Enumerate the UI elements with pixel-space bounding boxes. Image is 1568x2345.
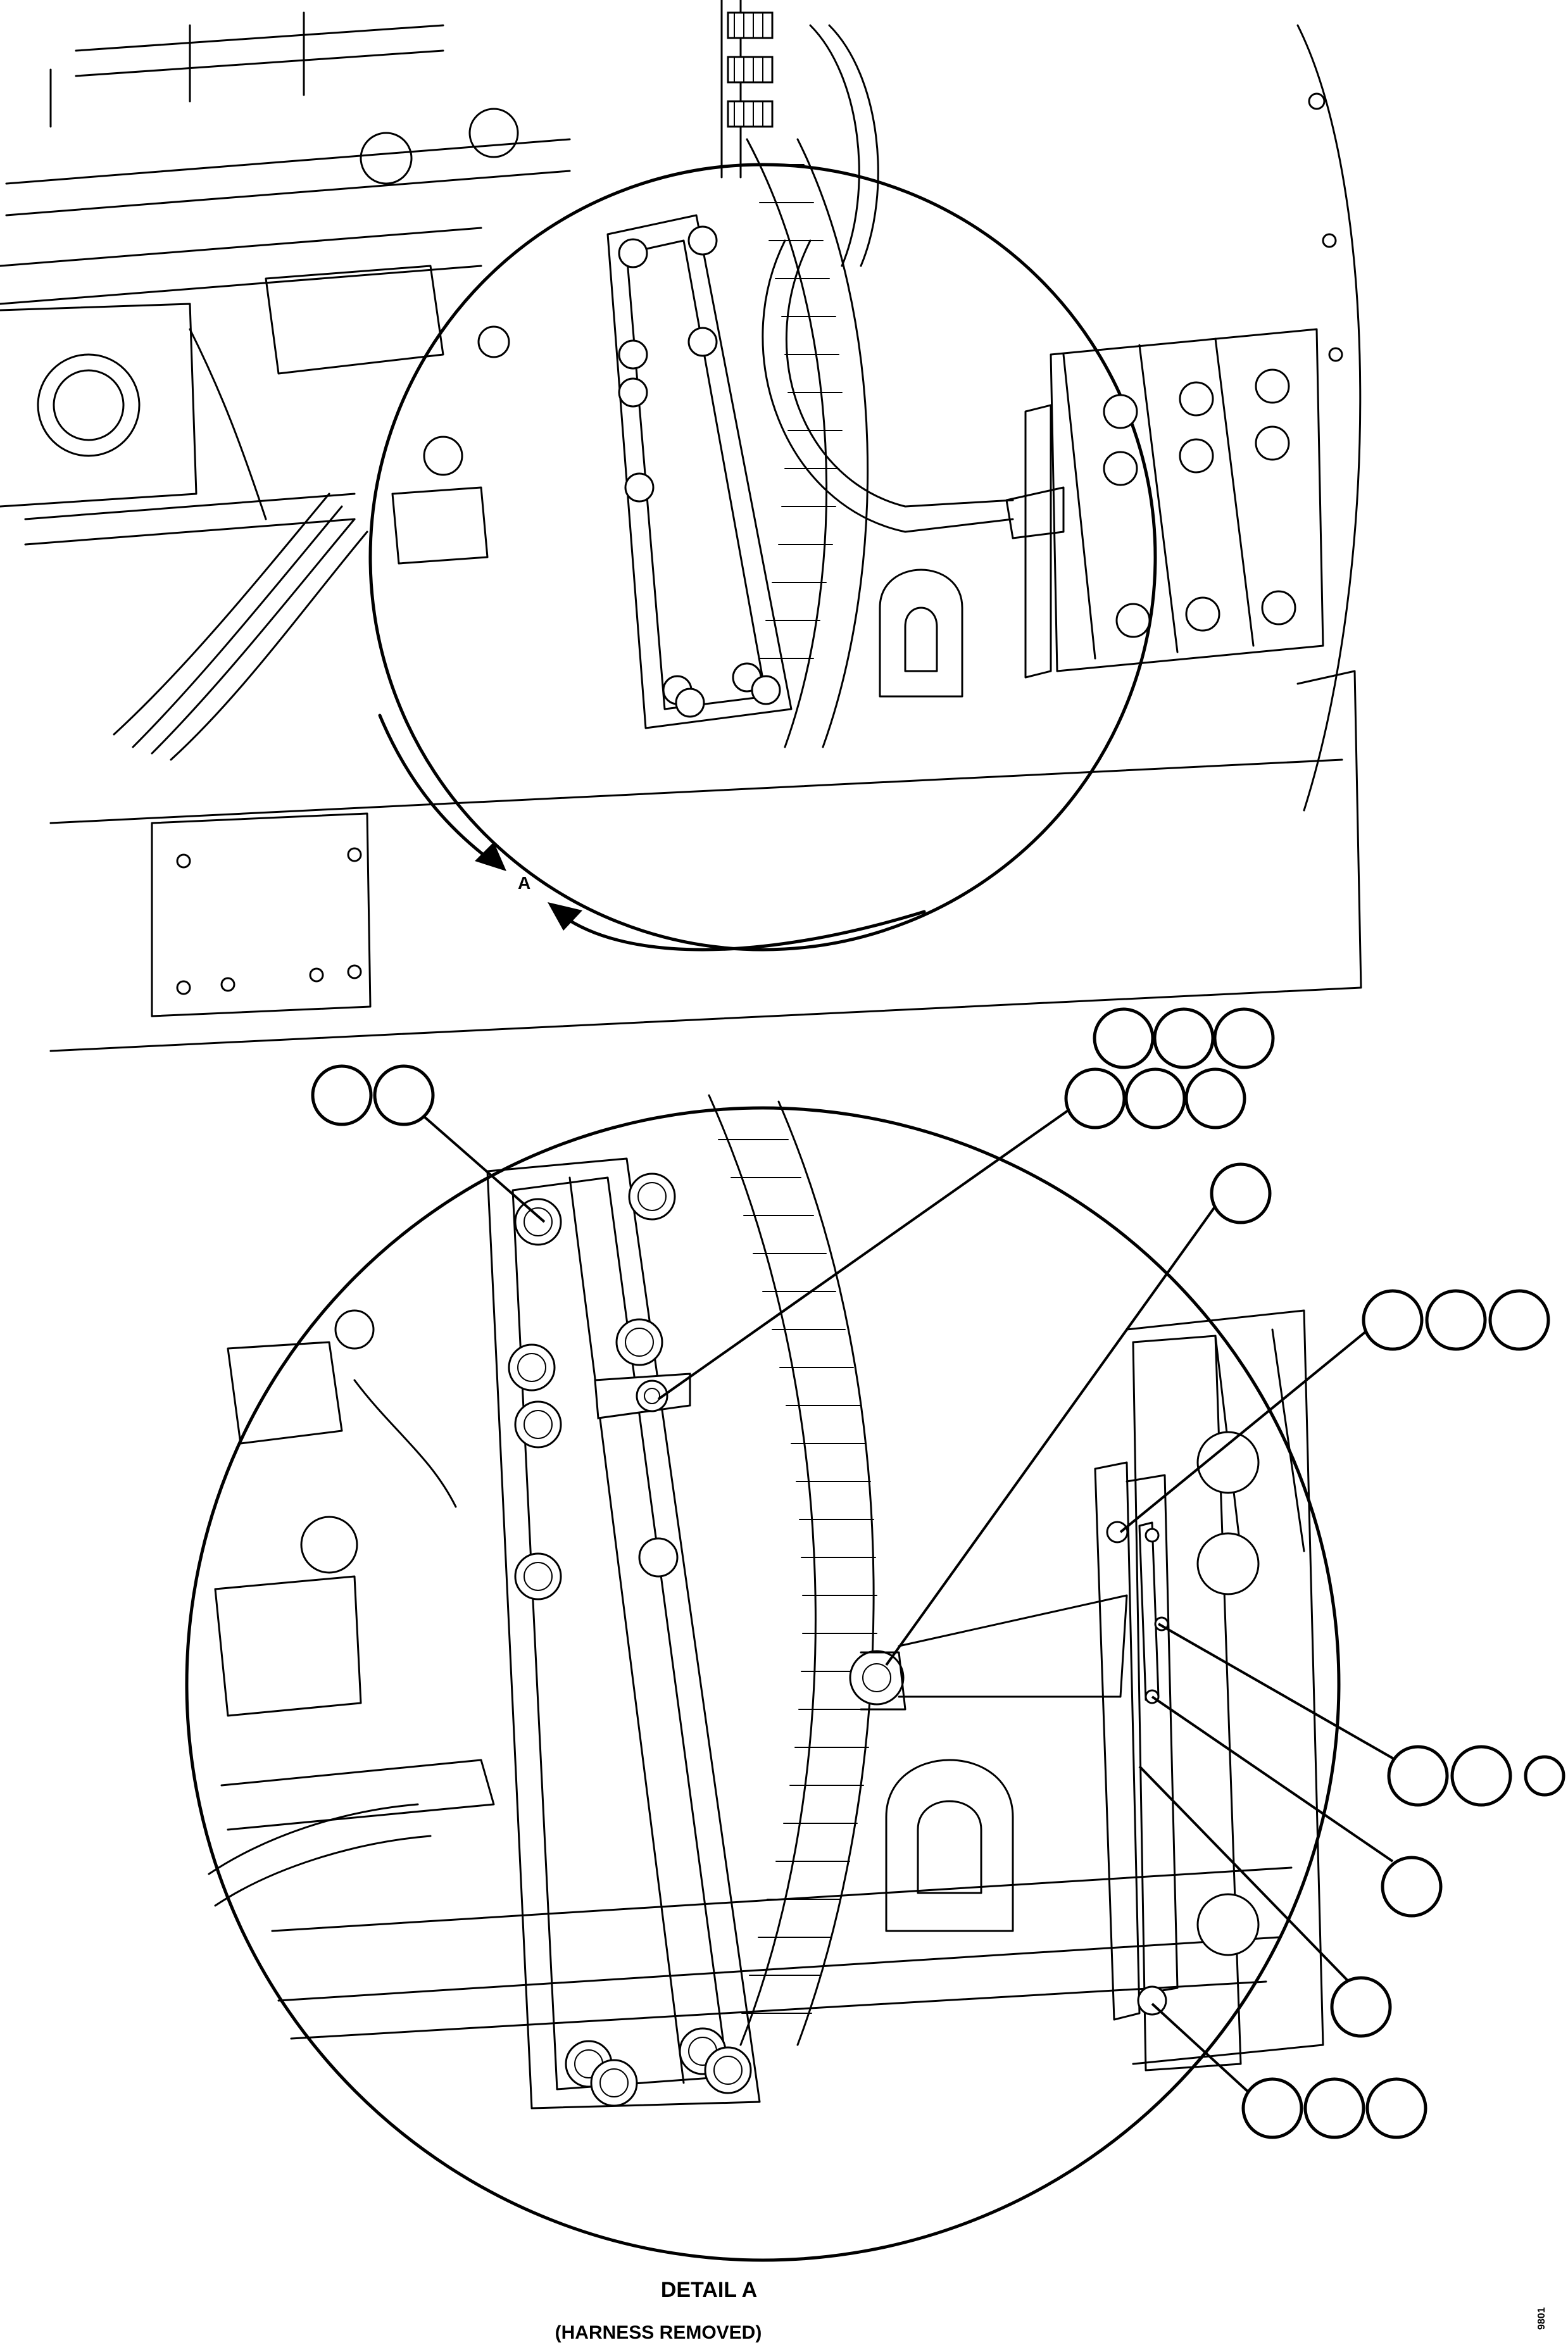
callout-bracket-plate: [1330, 1976, 1392, 2038]
callout-upper-left-bolts: [311, 1064, 435, 1126]
figure-number: 9801: [1536, 2307, 1547, 2330]
lifting-eye: [885, 1759, 1014, 1932]
callout-leaders: [417, 1103, 1419, 2109]
overview-view: A: [0, 0, 1362, 1052]
callout-connector-screw: [1387, 1745, 1565, 1807]
detail-title: DETAIL A: [661, 2278, 757, 2302]
cushion-clamp: [849, 1594, 1128, 1711]
mounting-pad: [151, 812, 372, 1017]
arrow-head-lower: [548, 902, 582, 931]
callout-bracket-nut: [1381, 1856, 1443, 1918]
callout-balloons: [311, 1007, 1565, 2139]
arrow-head-upper: [475, 842, 506, 871]
callout-clamp-bottom: [1064, 1067, 1246, 1129]
connector-cluster: [727, 11, 774, 128]
callout-cushion-clamp: [1210, 1162, 1272, 1224]
overview-detail-content: [606, 138, 1324, 748]
detail-a-view: [185, 1094, 1341, 2262]
connector-bracket: [1094, 1461, 1179, 2021]
callout-clamp-top: [1093, 1007, 1275, 1069]
cover-plate: [486, 1157, 761, 2109]
p-clamp: [594, 1373, 691, 1419]
detail-a-magnified-circle: [185, 1106, 1341, 2262]
cover-plate-bolts: [508, 1172, 752, 2107]
detail-subtitle: (HARNESS REMOVED): [555, 2322, 762, 2343]
ring-gear-teeth: [718, 1139, 877, 2014]
view-letter: A: [518, 873, 530, 893]
callout-bracket-bolt: [1362, 1289, 1550, 1351]
callout-lower-bolt: [1241, 2077, 1427, 2139]
